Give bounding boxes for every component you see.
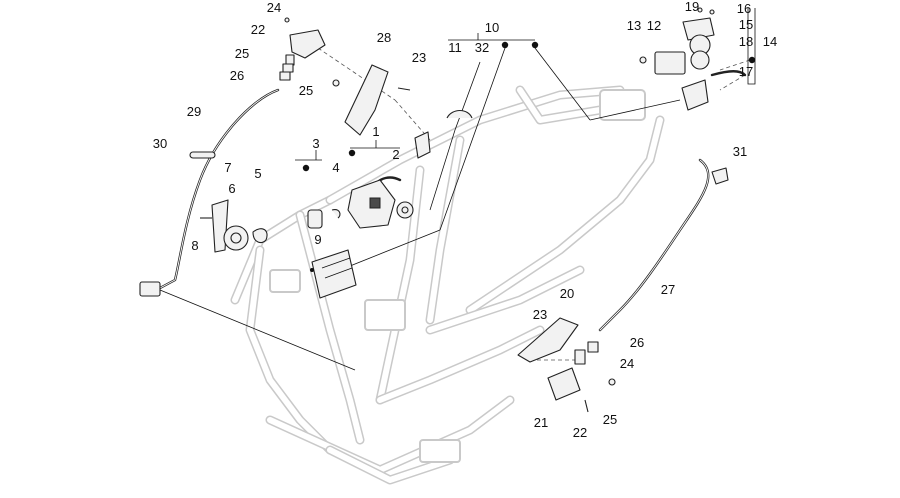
callout-10: 10 [485, 20, 499, 35]
callout-18: 18 [739, 34, 753, 49]
callout-24: 24 [267, 0, 281, 15]
callout-6: 6 [228, 181, 235, 196]
callout-23: 23 [533, 307, 547, 322]
callout-25: 25 [235, 46, 249, 61]
callout-22: 22 [573, 425, 587, 440]
callout-29: 29 [187, 104, 201, 119]
callout-13: 13 [627, 18, 641, 33]
callout-31: 31 [733, 144, 747, 159]
callout-19: 19 [685, 0, 699, 14]
callout-3: 3 [312, 136, 319, 151]
callout-30: 30 [153, 136, 167, 151]
parts [139, 7, 729, 413]
callout-4: 4 [332, 160, 339, 175]
callout-5: 5 [254, 166, 261, 181]
callout-26: 26 [630, 335, 644, 350]
callout-17: 17 [739, 64, 753, 79]
group-brackets [295, 8, 756, 272]
callout-7: 7 [224, 160, 231, 175]
callout-8: 8 [191, 238, 198, 253]
callout-21: 21 [534, 415, 548, 430]
callout-12: 12 [647, 18, 661, 33]
callout-32: 32 [475, 40, 489, 55]
callout-25: 25 [299, 83, 313, 98]
callout-1: 1 [372, 124, 379, 139]
callout-15: 15 [739, 17, 753, 32]
callout-25: 25 [603, 412, 617, 427]
callout-23: 23 [412, 50, 426, 65]
scooter-frame [230, 85, 665, 485]
callout-2: 2 [392, 147, 399, 162]
callout-26: 26 [230, 68, 244, 83]
callout-20: 20 [560, 286, 574, 301]
callout-16: 16 [737, 1, 751, 16]
callout-22: 22 [251, 22, 265, 37]
callout-11: 11 [448, 40, 462, 55]
callout-14: 14 [763, 34, 777, 49]
callout-9: 9 [314, 232, 321, 247]
cables [158, 70, 747, 332]
callout-28: 28 [377, 30, 391, 45]
callout-24: 24 [620, 356, 634, 371]
callout-27: 27 [661, 282, 675, 297]
